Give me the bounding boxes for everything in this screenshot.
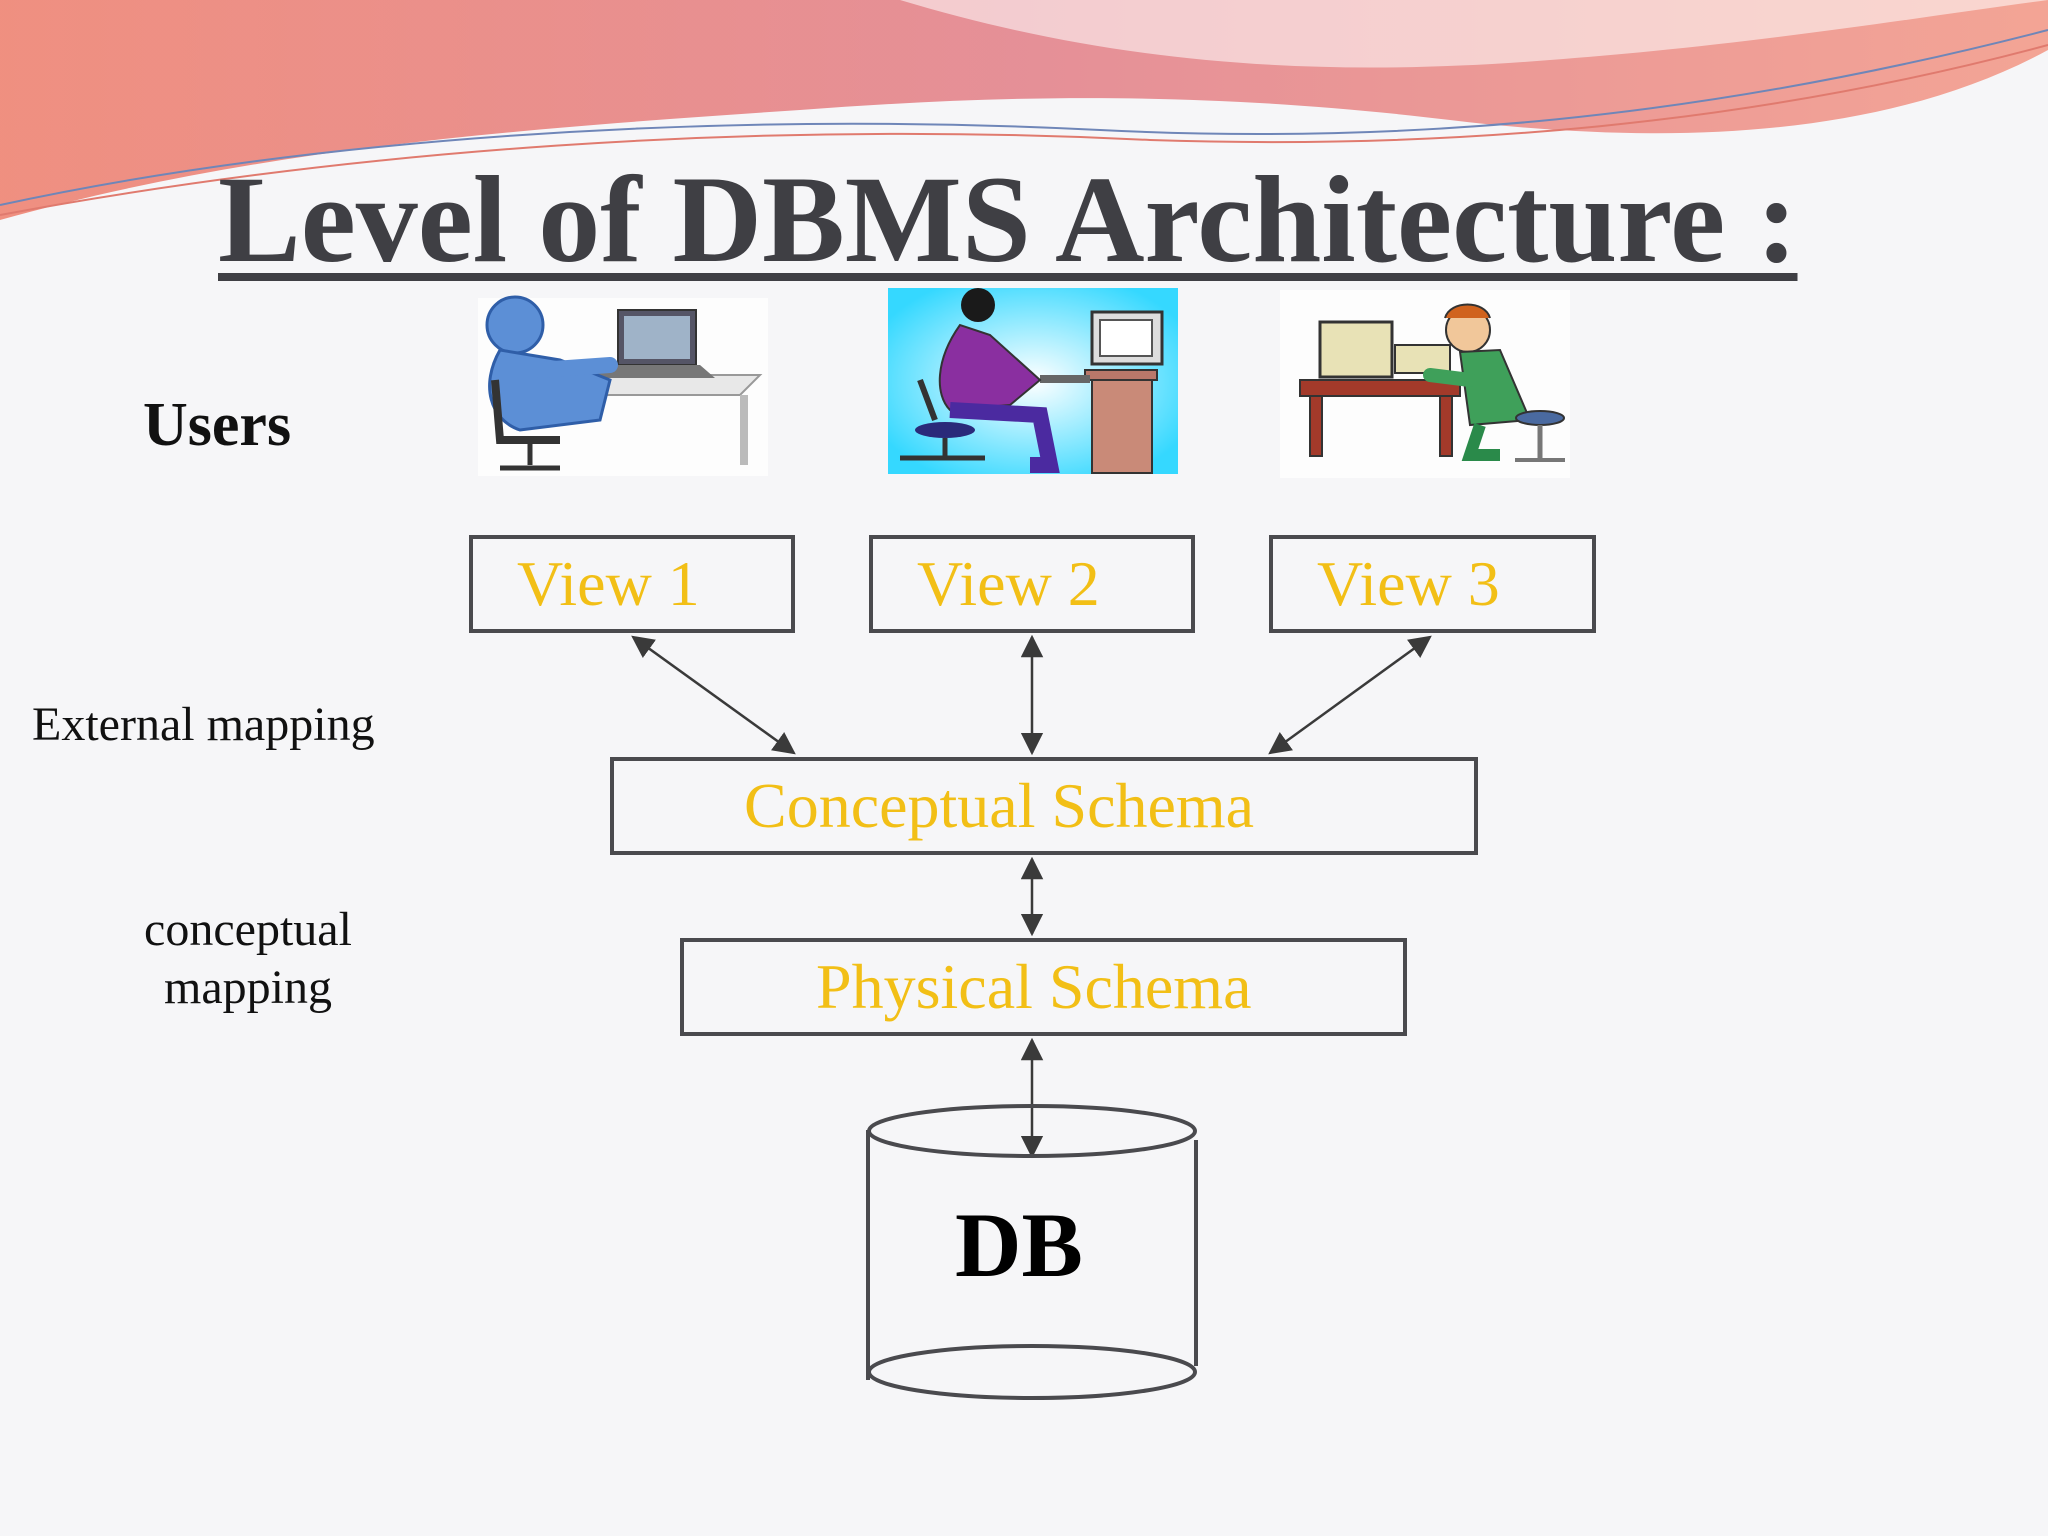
view-1-box: View 1 [469, 535, 795, 633]
view-1-label: View 1 [517, 548, 700, 619]
users-label: Users [143, 391, 292, 459]
view-2-box: View 2 [869, 535, 1195, 633]
header-wave-decoration [0, 0, 2048, 220]
arrow-view1-conceptual [631, 635, 796, 755]
db-label: DB [955, 1194, 1083, 1296]
view-3-box: View 3 [1269, 535, 1596, 633]
conceptual-schema-label: Conceptual Schema [744, 770, 1255, 841]
external-mapping-label: External mapping [32, 698, 375, 751]
conceptual-mapping-line-2: mapping [164, 961, 332, 1014]
woman-at-computer-icon [888, 288, 1178, 474]
page-title: Level of DBMS Architecture : [218, 151, 1798, 288]
physical-schema-box: Physical Schema [680, 938, 1407, 1036]
man-at-computer-icon [1280, 290, 1570, 478]
arrow-view3-conceptual [1268, 635, 1432, 755]
conceptual-mapping-label: conceptual mapping [118, 901, 378, 1017]
conceptual-mapping-line-1: conceptual [144, 903, 352, 956]
user-at-laptop-icon [478, 295, 768, 476]
view-3-label: View 3 [1317, 548, 1500, 619]
database-cylinder-icon [866, 1104, 1198, 1400]
physical-schema-label: Physical Schema [816, 951, 1252, 1022]
view-2-label: View 2 [917, 548, 1100, 619]
conceptual-schema-box: Conceptual Schema [610, 757, 1478, 855]
